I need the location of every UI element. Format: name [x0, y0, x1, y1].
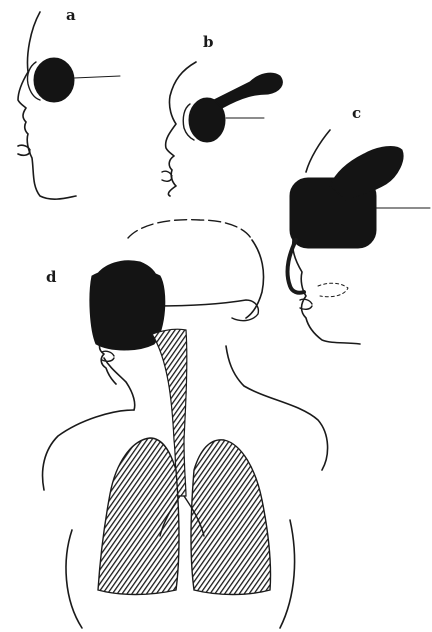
panel-d-neck-front	[104, 358, 135, 410]
panel-d-head-back	[246, 240, 264, 318]
panel-a: a	[18, 6, 120, 199]
panel-d: d	[43, 220, 328, 628]
panel-d-skull-outline	[128, 220, 252, 240]
panel-a-label: a	[66, 6, 76, 24]
panel-c-label: c	[352, 104, 361, 122]
panel-d-lung-right	[191, 440, 271, 595]
panel-a-head-outline	[18, 12, 76, 199]
panel-d-label: d	[46, 268, 57, 286]
panel-d-headband	[156, 300, 258, 321]
panel-c-dashed-contour	[318, 283, 348, 297]
panel-b-bulb	[214, 73, 282, 108]
panel-c-bulb	[330, 147, 403, 200]
panel-d-bulb	[96, 261, 158, 284]
panel-b-label: b	[203, 33, 214, 51]
panel-d-torso-left	[66, 530, 82, 628]
panel-d-lips	[102, 351, 114, 361]
panel-a-eye-cup	[34, 58, 74, 102]
panel-d-torso-right	[280, 520, 295, 628]
panel-a-tube	[74, 76, 120, 78]
panel-c: c	[288, 104, 430, 344]
panel-b: b	[162, 33, 282, 196]
